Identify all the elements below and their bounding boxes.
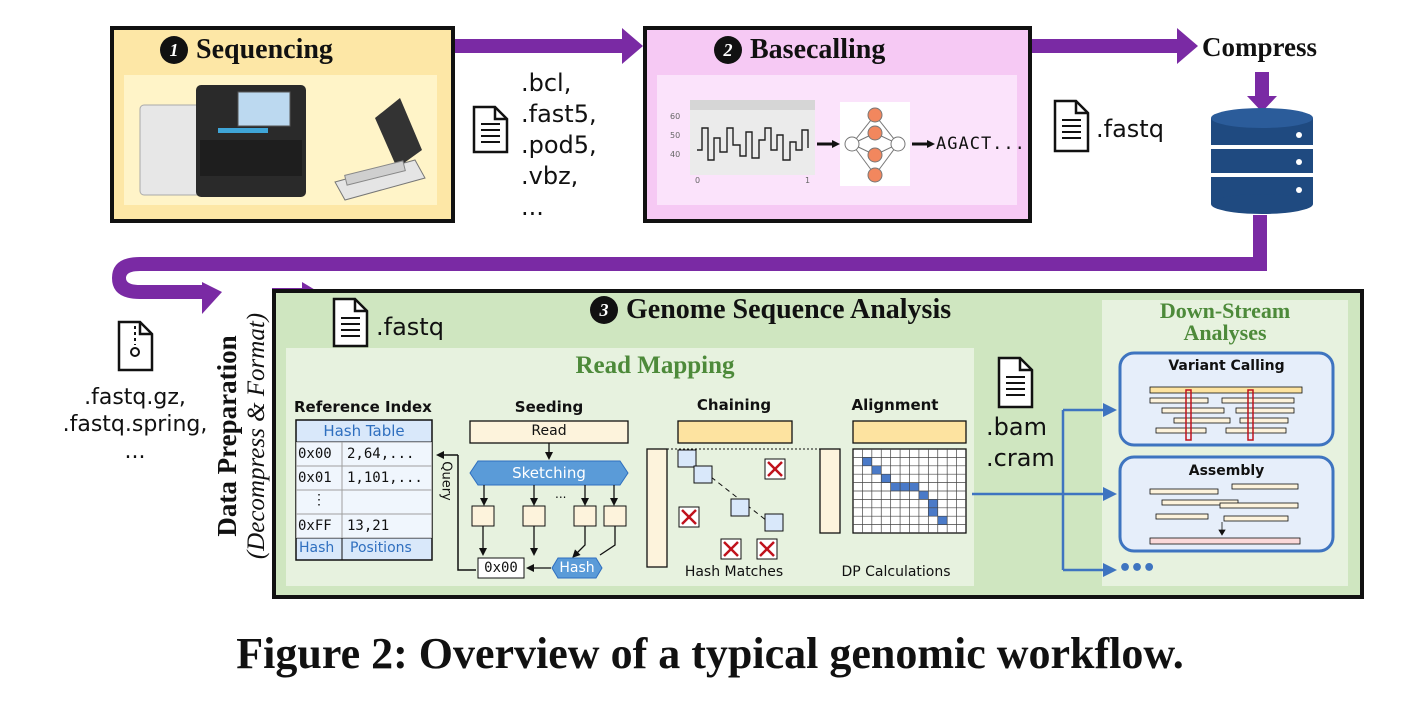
output-format-item: .bam	[986, 413, 1047, 441]
hash-table	[295, 419, 433, 561]
alignment-diagram	[819, 420, 967, 534]
downstream-title-line1: Down-Stream	[1159, 298, 1291, 323]
zip-icon-ring	[130, 347, 140, 357]
dp-cell	[918, 491, 929, 500]
signal-plot-xtick: 0	[695, 176, 701, 185]
data-preparation-subtitle: (Decompress & Format)	[243, 312, 270, 560]
signal-plot-xtick: 1	[805, 176, 811, 185]
read-mapping-title: Read Mapping	[575, 352, 735, 379]
compressed-format-item: .fastq.spring,	[62, 412, 208, 437]
basecalled-sequence: AGACT...	[936, 134, 1026, 154]
hash-row-positions: 13,21	[347, 518, 390, 534]
basecalling-title: 2 Basecalling	[714, 34, 885, 66]
dp-cell	[928, 507, 938, 517]
file-icons	[117, 99, 1090, 409]
sequencing-title: 1 Sequencing	[160, 34, 333, 66]
hash-row-key: 0x01	[298, 470, 332, 486]
dp-cell	[900, 482, 910, 491]
hash-table-title: Hash Table	[323, 422, 405, 440]
neural-network-icon	[844, 107, 906, 183]
more-analyses-ellipsis: •••	[1118, 556, 1156, 581]
output-format-item: .cram	[986, 444, 1055, 472]
purple-arrows	[112, 28, 1277, 314]
hash-row-key: 0xFF	[298, 518, 332, 534]
sequencing-title-text: Sequencing	[196, 34, 333, 65]
seeding-diagram: ...	[469, 420, 629, 579]
raw-format-item: .fast5,	[521, 100, 597, 128]
reference-index-title: Reference Index	[294, 398, 432, 416]
data-preparation-title: Data Preparation	[212, 335, 242, 537]
query-label: Query	[438, 461, 454, 501]
basecalled-format: .fastq	[1096, 115, 1164, 143]
signal-trace	[697, 127, 809, 161]
alignment-title: Alignment	[851, 396, 939, 414]
sketching-label: Sketching	[512, 464, 586, 482]
assembly-label: Assembly	[1188, 463, 1265, 479]
raw-format-item: .vbz,	[521, 162, 579, 190]
database-icon	[1211, 108, 1313, 214]
chaining-title: Chaining	[696, 396, 772, 414]
hash-row-positions: 2,64,...	[347, 446, 415, 462]
downstream-title: Down-Stream Analyses	[1102, 300, 1348, 344]
hash-label: Hash	[559, 560, 595, 576]
output-format-list: .bam .cram	[986, 412, 1055, 474]
dp-cell	[890, 482, 901, 491]
raw-format-item: ...	[521, 193, 544, 221]
positions-column-label: Positions	[350, 540, 412, 556]
dp-cell	[862, 457, 872, 466]
stage-number-badge: 1	[160, 36, 188, 64]
sequencer-image	[139, 85, 426, 201]
hash-row-key: 0x00	[298, 446, 332, 462]
compressed-format-list: .fastq.gz, .fastq.spring, ...	[50, 384, 220, 465]
dp-cell	[937, 516, 948, 525]
compressed-format-item: .fastq.gz,	[84, 385, 186, 410]
raw-format-list: .bcl, .fast5, .pod5, .vbz, ...	[521, 68, 597, 223]
stage-number-badge: 2	[714, 36, 742, 64]
raw-format-item: .pod5,	[521, 131, 597, 159]
seeding-title: Seeding	[514, 398, 584, 416]
assembly-reads	[1149, 483, 1301, 545]
raw-format-item: .bcl,	[521, 69, 572, 97]
compressed-format-item: ...	[124, 439, 146, 464]
genome-analysis-title-text: Genome Sequence Analysis	[626, 294, 952, 325]
basecalling-title-text: Basecalling	[750, 34, 886, 65]
alignment-caption: DP Calculations	[841, 564, 951, 580]
output-arrows	[972, 403, 1117, 577]
variant-calling-label: Variant Calling	[1168, 358, 1285, 374]
stage-number-badge: 3	[590, 296, 618, 324]
hash-column-label: Hash	[299, 540, 335, 556]
signal-plot-ytick: 60	[670, 112, 681, 121]
svg-text:...: ...	[555, 487, 566, 501]
chaining-caption: Hash Matches	[684, 564, 784, 580]
hash-value: 0x00	[484, 560, 518, 576]
analysis-input-format: .fastq	[376, 313, 444, 341]
signal-plot-ytick: 50	[670, 131, 681, 140]
signal-plot-ytick: 40	[670, 150, 681, 159]
figure-caption: Figure 2: Overview of a typical genomic …	[236, 629, 1184, 678]
dp-cell	[909, 482, 919, 491]
hash-row-positions: 1,101,...	[347, 470, 423, 486]
variant-reads	[1149, 386, 1303, 441]
dp-cell	[871, 465, 882, 475]
genome-analysis-title: 3 Genome Sequence Analysis	[590, 294, 951, 326]
data-preparation-label: Data Preparation (Decompress & Format)	[212, 276, 272, 596]
read-label: Read	[531, 423, 567, 439]
chaining-diagram	[646, 420, 820, 568]
compress-label: Compress	[1202, 32, 1318, 62]
hash-row-key: ⋮	[312, 492, 326, 508]
downstream-title-line2: Analyses	[1183, 320, 1267, 345]
dp-cell	[881, 474, 891, 483]
dp-cell	[928, 499, 938, 508]
